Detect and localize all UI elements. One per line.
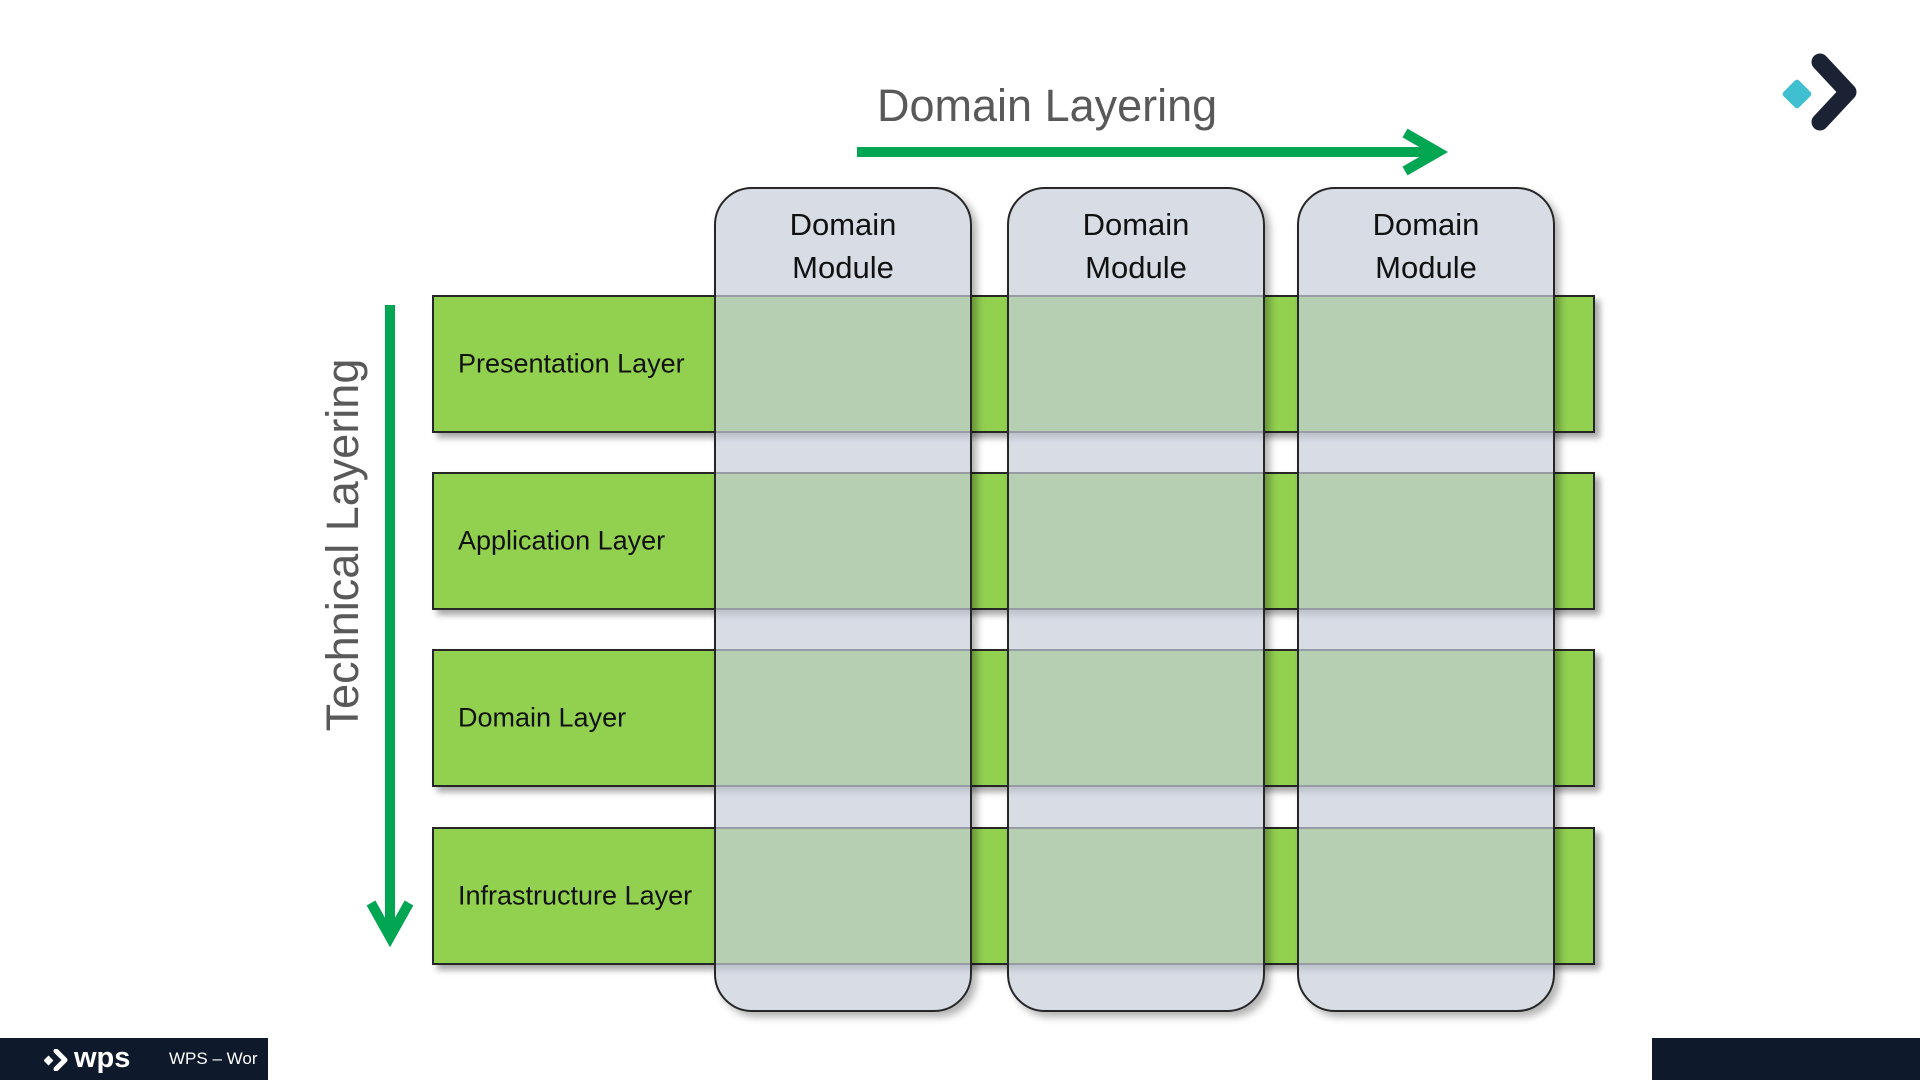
module-label: Domain Module (716, 203, 970, 289)
domain-layering-title: Domain Layering (877, 80, 1218, 131)
module-label-line1: Domain (789, 207, 897, 242)
layer-label: Application Layer (458, 525, 666, 556)
wps-brand-text: wps (74, 1042, 131, 1074)
layer-label: Domain Layer (458, 702, 627, 733)
module-label-line2: Module (792, 250, 894, 285)
domain-module-column: Domain Module (714, 187, 972, 1012)
technical-layering-arrow (366, 305, 414, 948)
module-label-line2: Module (1085, 250, 1187, 285)
module-label: Domain Module (1299, 203, 1553, 289)
module-label-line1: Domain (1372, 207, 1480, 242)
layer-label: Infrastructure Layer (458, 880, 693, 911)
footer-right-bar (1652, 1038, 1920, 1080)
wps-chevron-icon (44, 1049, 68, 1071)
layer-label: Presentation Layer (458, 348, 685, 379)
wps-footer-bar: wps WPS – Wor (0, 1038, 268, 1080)
module-label: Domain Module (1009, 203, 1263, 289)
chevron-logo-icon (1782, 53, 1857, 131)
domain-module-column: Domain Module (1297, 187, 1555, 1012)
module-label-line1: Domain (1082, 207, 1190, 242)
wps-caption-text: WPS – Wor (169, 1049, 258, 1068)
domain-layering-arrow (857, 128, 1449, 176)
domain-module-column: Domain Module (1007, 187, 1265, 1012)
module-label-line2: Module (1375, 250, 1477, 285)
technical-layering-title: Technical Layering (317, 358, 368, 732)
